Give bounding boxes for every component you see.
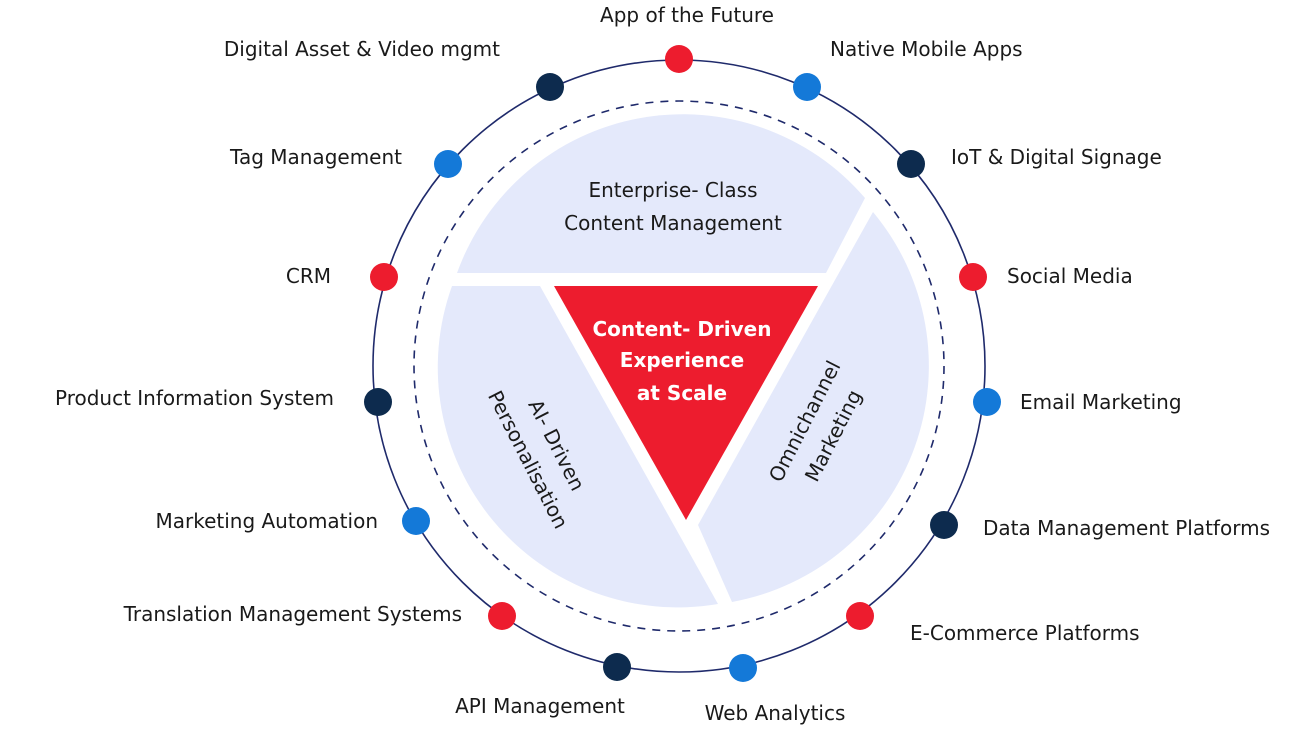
node-dot-tag-management (434, 150, 462, 178)
node-dot-e-commerce-platforms (846, 602, 874, 630)
node-dot-email-marketing (973, 388, 1001, 416)
node-label-api-management: API Management (455, 694, 625, 718)
node-dot-app-of-the-future (665, 45, 693, 73)
node-dot-marketing-automation (402, 507, 430, 535)
center-title-line-3: at Scale (637, 381, 727, 405)
node-dot-iot-and-digital-signage (897, 150, 925, 178)
node-label-translation-management-systems: Translation Management Systems (123, 602, 462, 626)
node-dot-digital-asset-and-video-mgmt (536, 73, 564, 101)
node-label-tag-management: Tag Management (229, 145, 402, 169)
segment-top-line-2: Content Management (564, 211, 782, 235)
node-label-data-management-platforms: Data Management Platforms (983, 516, 1270, 540)
dashed-ring (413, 100, 945, 632)
node-label-marketing-automation: Marketing Automation (155, 509, 378, 533)
node-dot-api-management (603, 653, 631, 681)
node-label-app-of-the-future: App of the Future (600, 3, 774, 27)
node-label-crm: CRM (286, 264, 331, 288)
node-dot-crm (370, 263, 398, 291)
node-dot-native-mobile-apps (793, 73, 821, 101)
node-label-product-information-system: Product Information System (55, 386, 334, 410)
node-dot-data-management-platforms (930, 511, 958, 539)
segment-top-line-1: Enterprise- Class (588, 178, 757, 202)
node-label-native-mobile-apps: Native Mobile Apps (830, 37, 1023, 61)
node-label-digital-asset-and-video-mgmt: Digital Asset & Video mgmt (224, 37, 500, 61)
segment-omnichannel-marketing (698, 212, 929, 602)
segment-ai-personalisation (437, 286, 718, 608)
node-label-email-marketing: Email Marketing (1020, 390, 1182, 414)
center-title-line-2: Experience (620, 348, 744, 372)
node-dot-social-media (959, 263, 987, 291)
node-dot-translation-management-systems (488, 602, 516, 630)
node-label-iot-and-digital-signage: IoT & Digital Signage (951, 145, 1162, 169)
node-label-web-analytics: Web Analytics (705, 701, 846, 725)
node-label-social-media: Social Media (1007, 264, 1133, 288)
node-label-e-commerce-platforms: E-Commerce Platforms (910, 621, 1140, 645)
segment-content-management (457, 114, 865, 273)
center-title-line-1: Content- Driven (592, 317, 771, 341)
node-dot-product-information-system (364, 388, 392, 416)
center-triangle (554, 286, 818, 520)
node-dot-web-analytics (729, 654, 757, 682)
